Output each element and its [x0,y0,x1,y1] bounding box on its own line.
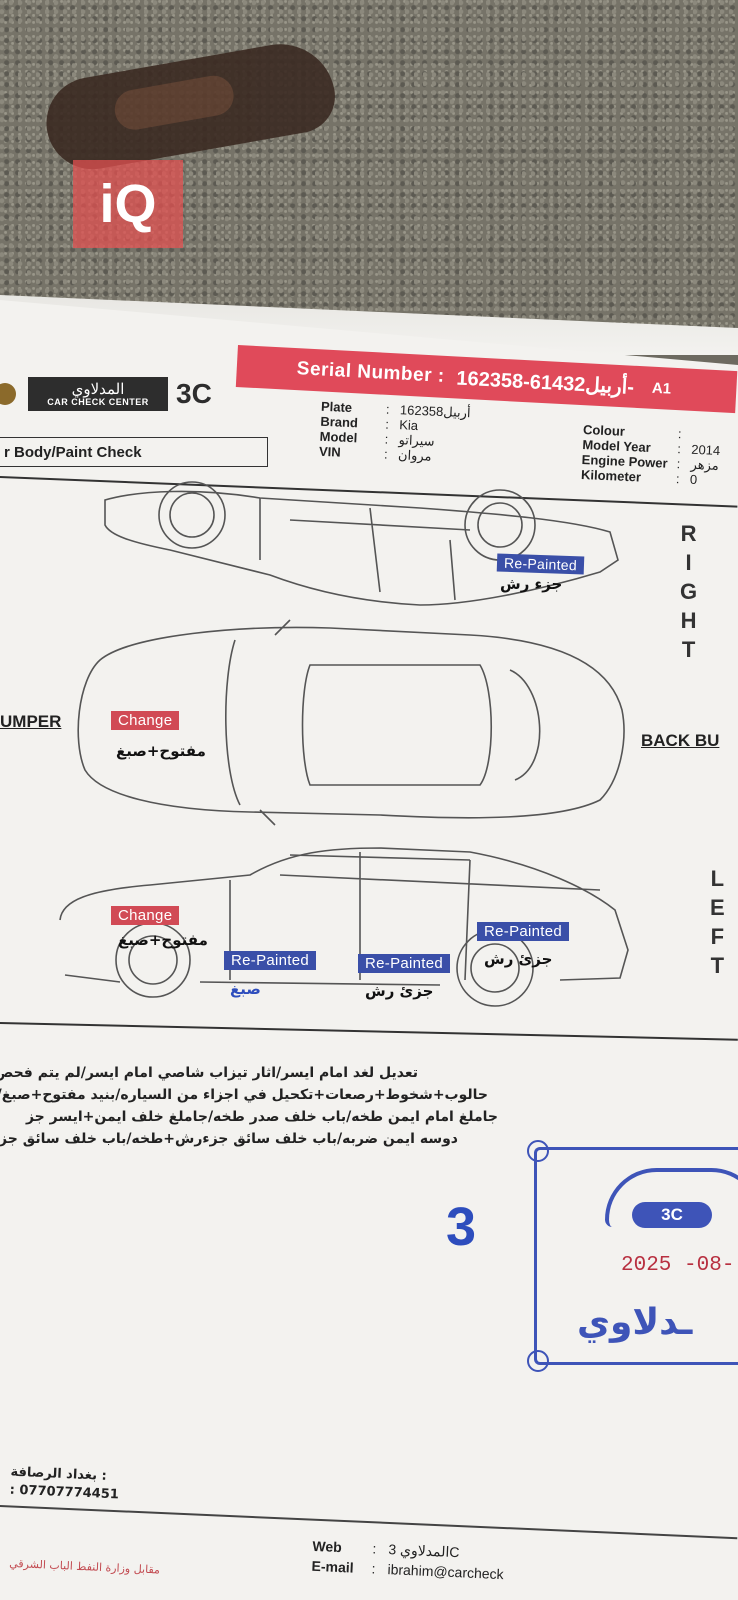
stamp-date: 2025 -08- 3 [621,1254,738,1277]
label-back-bumper: BACK BU [641,731,720,750]
serial-label: Serial Number : [296,358,446,387]
stamp-name: ـدلاوي [577,1302,693,1343]
note-left-repaint-rear: جزئ رش [484,950,553,968]
watermark-logo: iQ [73,160,183,248]
logo-english: CAR CHECK CENTER [47,396,149,407]
serial-tag: A1 [651,379,672,398]
note-left-repaint-front-door: صبغ [230,980,261,998]
center-logo: المدلاوي CAR CHECK CENTER 3C [0,376,240,412]
handwritten-number: 3 [446,1197,477,1257]
tag-left-repaint-front-door: Re-Painted [224,951,317,970]
stamp-corner-ornament-icon [527,1350,549,1372]
tag-left-repaint-rear-door: Re-Painted [358,954,451,973]
vehicle-info-right: Colour: Model Year:2014 Engine Power:مزه… [581,422,721,488]
tag-top-change: Change [111,711,180,730]
note-top-change: مفتوح+صبغ [116,742,206,760]
logo-3c: 3C [176,378,212,409]
footer-contact: بغداد الرصافة : : 07707774451 [9,1464,120,1505]
note-line-4: دوسه ايمن ضربه/باب خلف سائق جزءرش+طخه/با… [0,1131,458,1147]
stamp-badge: 3C [632,1202,712,1228]
center-stamp: 3C 2025 -08- 3 ـدلاوي [527,1140,738,1372]
note-line-3: جاملغ امام ايمن طخه/باب خلف صدر طخه/جامل… [25,1109,498,1125]
car-left-side [59,847,629,1007]
note-line-1: تعديل لغد امام ايسر/اثار تيزاب شاصي امام… [0,1065,418,1081]
tag-left-repaint-rear: Re-Painted [477,922,570,941]
floor-background [0,0,738,330]
note-left-repaint-rear-door: جزئ رش [365,982,434,1000]
tag-left-change: Change [111,906,180,925]
logo-emblem-icon [0,383,16,405]
tag-right-repaint: Re-Painted [496,553,585,575]
note-line-2: حالوب+شخوط+رصعات+تكحيل في اجزاء من السيا… [0,1087,488,1103]
logo-arabic: المدلاوي [71,380,125,398]
serial-value: أربيل61432-162358- [455,366,635,399]
vehicle-info-left: Plate:أربيل162358 Brand:Kia Model:سيراتو… [319,399,471,465]
note-left-change: مفتوح+صبغ [118,931,208,949]
page-title: r Body/Paint Check [0,437,268,467]
label-front-bumper: UMPER [0,712,62,731]
note-right-repaint: جزء رش [500,575,563,593]
footer-web-email: Web:المدلاوي 3C E-mail:ibrahim@carcheck [311,1536,505,1584]
label-right-side: R I G H T [680,521,698,662]
car-diagrams [59,481,629,1007]
logo-box: المدلاوي CAR CHECK CENTER [28,377,168,411]
inspection-notes: تعديل لغد امام ايسر/اثار تيزاب شاصي امام… [0,1062,738,1150]
car-top-view [77,619,625,826]
stamp-corner-ornament-icon [527,1140,549,1162]
label-left-side: L E F T [710,866,725,978]
inspection-sheet [0,300,738,1600]
